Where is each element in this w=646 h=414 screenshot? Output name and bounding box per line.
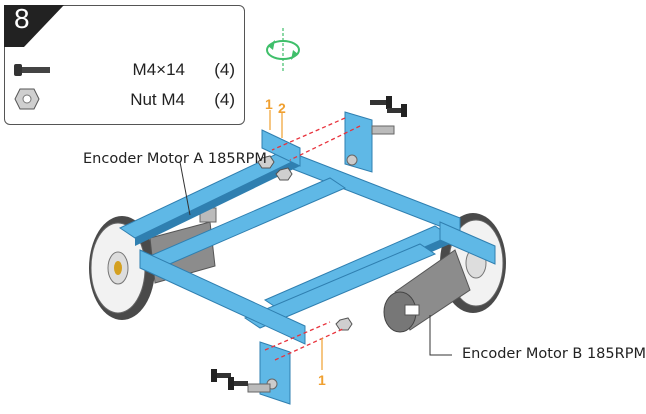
motor-bracket-top — [344, 111, 395, 173]
marker-bottom-1: 1 — [318, 372, 326, 388]
step-number: 8 — [14, 3, 30, 34]
motor-b-label: Encoder Motor B 185RPM — [462, 346, 646, 362]
step-badge — [4, 5, 64, 47]
chassis-illustration — [89, 28, 506, 405]
encoder-motor-b — [383, 249, 471, 333]
part-name: Nut M4 — [130, 90, 185, 109]
motor-b-leader — [429, 315, 452, 356]
screw-icon — [211, 96, 407, 390]
part-quantity: (4) — [214, 90, 235, 109]
marker-top-2: 2 — [278, 100, 286, 116]
assembly-lines — [264, 117, 361, 361]
part-row-nut: Nut M4 (4) — [4, 86, 245, 114]
part-quantity: (4) — [214, 60, 235, 79]
part-row-screw: M4×14 (4) — [4, 56, 245, 84]
nut-icon — [257, 155, 353, 331]
nut-icon — [14, 88, 40, 110]
screw-icon — [14, 64, 50, 76]
part-name: M4×14 — [132, 60, 185, 79]
rotation-icon — [266, 28, 300, 72]
assembly-diagram: 8 M4×14 (4) Nut M4 (4) Encoder Motor A 1… — [4, 3, 646, 405]
chassis-frame — [118, 129, 496, 345]
motor-a-label: Encoder Motor A 185RPM — [83, 151, 267, 167]
motor-a-leader — [179, 161, 191, 216]
marker-top-1: 1 — [265, 96, 273, 112]
motor-bracket-bottom — [247, 341, 291, 405]
